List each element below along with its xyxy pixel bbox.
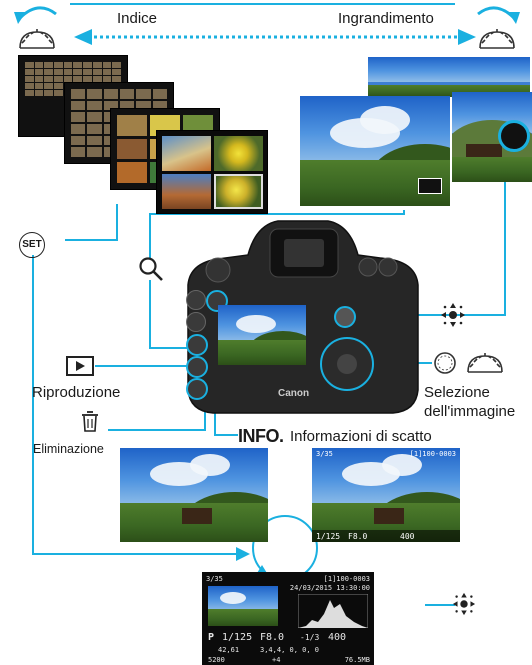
thumb4-b [214, 136, 263, 171]
detail-frame: 3/35 [206, 575, 223, 583]
magnify-icon [139, 257, 163, 281]
detail-shutter: 1/125 [222, 632, 253, 643]
thumb4-a [162, 136, 211, 171]
detail-iso: 400 [328, 632, 347, 643]
trash-icon [82, 411, 98, 432]
index-line [65, 204, 118, 241]
right-rotate-arrowhead [508, 12, 520, 24]
camera-multicontroller[interactable] [334, 306, 356, 328]
magnify-frame-icon [418, 178, 442, 194]
right-rotate-arrow [477, 6, 516, 20]
basic-aperture: F8.0 [348, 532, 368, 541]
set-button-icon: SET [19, 232, 45, 258]
quick-control-dial-icon [434, 352, 456, 374]
magnify-line [149, 210, 405, 258]
multicontroller-icon-bottom [452, 592, 476, 616]
basic-shutter: 1/125 [316, 532, 341, 541]
left-rotate-arrowhead [14, 12, 26, 24]
shooting-info-label: Informazioni di scatto [290, 428, 432, 445]
basic-file-number: [1]100-0003 [409, 450, 456, 458]
main-dial-icon [19, 29, 55, 49]
multicontroller-icon [441, 303, 465, 327]
detail-file: [1]100-0003 [323, 575, 370, 583]
set-line [32, 255, 236, 555]
button-magnify[interactable] [186, 334, 208, 356]
button-picture-style[interactable] [186, 290, 206, 310]
detail-row4-wb: +4 [272, 656, 281, 664]
magnify-position-icon [498, 120, 530, 152]
thumb4-d [214, 174, 263, 209]
playback-label: Riproduzione [32, 384, 121, 401]
info-screen-image-only [120, 448, 268, 542]
magnified-photo-right [452, 92, 532, 182]
camera-button-column [186, 290, 208, 400]
erase-label: Eliminazione [33, 442, 104, 456]
magnify-label: Ingrandimento [338, 10, 434, 27]
detail-row3-left: 42,61 [218, 646, 240, 654]
button-playback[interactable] [186, 356, 208, 378]
right-arrowhead [458, 29, 476, 45]
detail-thumbnail [208, 586, 278, 626]
index-label: Indice [117, 10, 158, 27]
detail-row3-mid: 3,4,4, 0, 0, 0 [260, 646, 320, 654]
camera-set-button[interactable] [337, 354, 357, 374]
thumb4-c [162, 174, 211, 209]
playback-icon [66, 356, 94, 376]
button-rate[interactable] [186, 312, 206, 332]
magnified-photo-front [300, 96, 450, 206]
camera-quick-control-dial[interactable] [320, 337, 374, 391]
camera-lcd [218, 305, 306, 365]
image-selection-label-2: dell'immagine [424, 403, 516, 420]
detail-histogram [298, 594, 368, 628]
detail-row4-size: 5200 [208, 656, 225, 664]
info-screen-basic: 3/35 [1]100-0003 1/125 F8.0 400 [312, 448, 460, 542]
detail-aperture: F8.0 [260, 632, 285, 643]
basic-info-bar [312, 530, 460, 542]
info-screen-detailed: 3/35 [1]100-0003 24/03/2015 13:30:00 P 1… [202, 572, 374, 665]
detail-row4-right: 76.5MB [344, 656, 370, 664]
magnify-button-line [149, 280, 190, 349]
basic-frame-number: 3/35 [316, 450, 333, 458]
main-dial-icon-right [479, 29, 515, 49]
info-key-label: INFO. [238, 426, 284, 446]
image-selection-label-1: Selezione [424, 384, 490, 401]
main-dial-icon-small [467, 353, 503, 373]
set-arrowhead [236, 547, 250, 561]
detail-exposure-comp: -1/3 [300, 633, 320, 642]
left-arrowhead [74, 29, 92, 45]
detail-mode: P [208, 632, 215, 643]
left-rotate-arrow [18, 6, 57, 20]
button-erase[interactable] [186, 378, 208, 400]
camera-brand: Canon [278, 388, 310, 399]
detail-date: 24/03/2015 13:30:00 [289, 584, 370, 592]
basic-iso: 400 [400, 532, 415, 541]
magnified-photo-back [368, 57, 530, 97]
index-thumbnail-4 [156, 130, 268, 214]
